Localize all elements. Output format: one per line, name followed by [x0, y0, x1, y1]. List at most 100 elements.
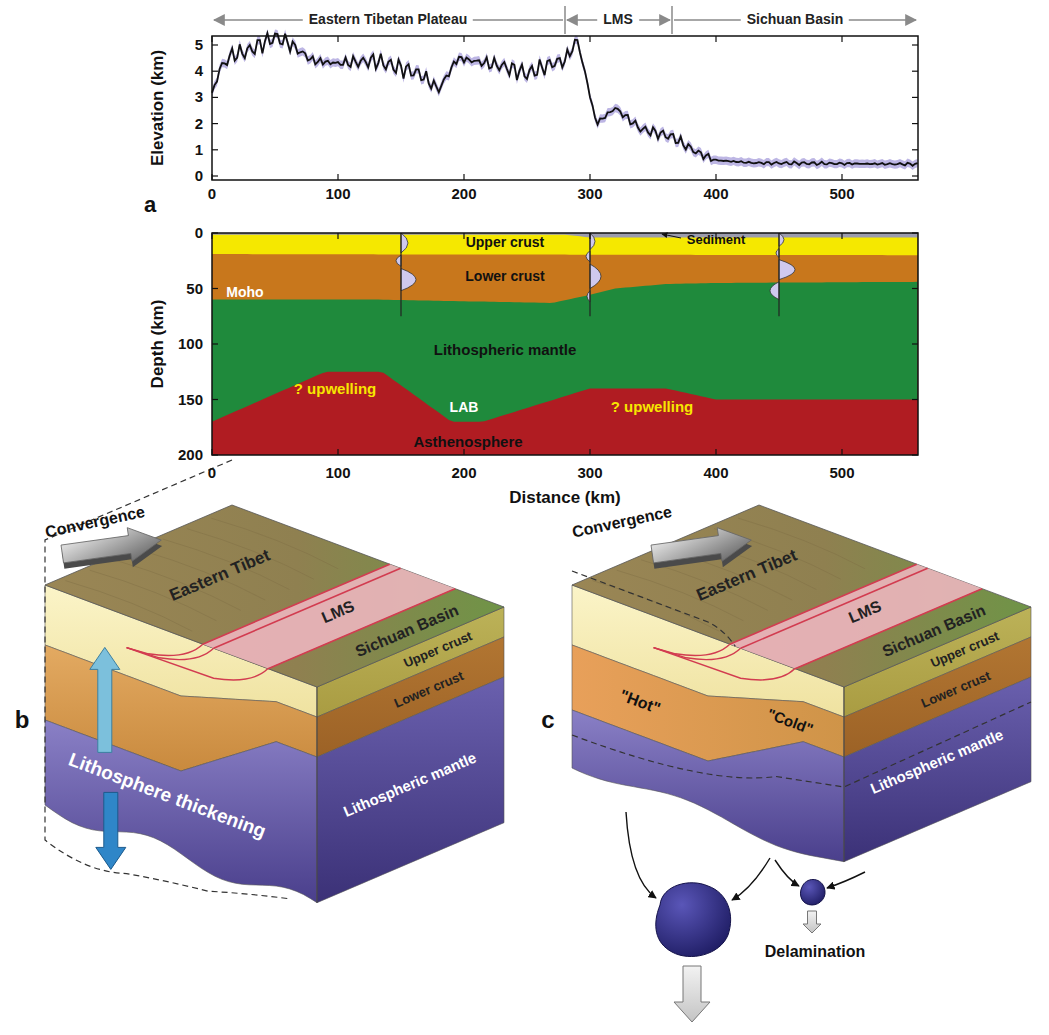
tick — [912, 149, 918, 150]
text-label: Lower crust — [392, 669, 465, 711]
delaminated-block — [800, 880, 825, 906]
tick — [211, 233, 212, 239]
text-label: Lithospheric mantle — [868, 727, 1006, 798]
mantle-layer — [212, 233, 918, 422]
tick — [715, 449, 716, 455]
tick — [463, 233, 464, 239]
text-label: LAB — [450, 400, 479, 415]
plot-frame — [212, 233, 918, 455]
tick — [337, 36, 338, 42]
text-label: "Hot" — [617, 686, 662, 717]
text-label: 300 — [577, 465, 602, 482]
tick — [212, 175, 218, 176]
region-divider — [564, 6, 566, 34]
text-label: Delamination — [765, 943, 865, 961]
tick — [841, 449, 842, 455]
tick — [211, 449, 212, 455]
text-label: Lower crust — [465, 269, 544, 284]
thrust-fault — [127, 644, 203, 655]
text-label: Eastern Tibet — [694, 546, 800, 605]
tick — [912, 399, 918, 400]
tick — [212, 399, 218, 400]
arrow-body — [650, 523, 754, 571]
text-label: 1 — [195, 142, 203, 159]
waveform-axis — [589, 233, 590, 316]
tick — [912, 71, 918, 72]
waveform-axis — [778, 233, 779, 316]
uplift-arrow — [90, 647, 120, 752]
text-label: 400 — [703, 465, 728, 482]
waveform-lobe — [590, 264, 601, 288]
tick — [589, 233, 590, 239]
tick — [912, 288, 918, 289]
thrust-fault — [654, 644, 730, 655]
text-label: Upper crust — [466, 235, 545, 250]
tick — [715, 174, 716, 180]
text-label: 5 — [195, 37, 203, 54]
tick — [212, 123, 218, 124]
block-diagram — [572, 505, 1031, 862]
text-label: Eastern Tibet — [167, 546, 273, 605]
text-label: Sichuan Basin — [741, 12, 849, 27]
text-label: LMS — [597, 12, 639, 27]
text-label: Lithospheric mantle — [434, 342, 577, 359]
text-label: LMS — [846, 597, 884, 626]
text-label: 0 — [195, 225, 203, 242]
text-label: 0 — [208, 186, 216, 203]
text-label: Moho — [226, 285, 263, 300]
waveform-lobe — [401, 269, 416, 291]
text-label: 500 — [829, 186, 854, 203]
flow-arrow — [827, 872, 865, 888]
text-label: 50 — [186, 280, 203, 297]
text-label: 300 — [577, 186, 602, 203]
text-label: 200 — [451, 186, 476, 203]
tick — [912, 175, 918, 176]
thrust-fault — [127, 648, 268, 680]
tick — [463, 36, 464, 42]
tick — [212, 454, 218, 455]
region-header — [214, 6, 916, 34]
receiver-function — [396, 233, 416, 316]
waveform-lobe — [779, 260, 795, 280]
tick — [212, 343, 218, 344]
tick — [841, 233, 842, 239]
thickening-arrow — [96, 792, 126, 869]
sinking-arrow — [674, 966, 710, 1022]
text-label: Convergence — [571, 503, 674, 541]
tick — [912, 454, 918, 455]
uncertainty-band — [212, 29, 918, 170]
leader-line — [662, 234, 681, 238]
tick — [912, 97, 918, 98]
tick — [337, 233, 338, 239]
thrust-fault — [654, 648, 795, 680]
tick — [715, 36, 716, 42]
tick — [841, 36, 842, 42]
text-label: Depth (km) — [149, 300, 168, 389]
tick — [337, 449, 338, 455]
text-label: 400 — [703, 186, 728, 203]
flow-arrow — [732, 858, 770, 900]
tick — [212, 232, 218, 233]
waveform-lobe — [770, 282, 779, 300]
mantle-face — [45, 720, 317, 903]
text-label: 500 — [829, 465, 854, 482]
tick — [463, 174, 464, 180]
text-label: Lithospheric mantle — [341, 750, 479, 821]
tick — [841, 174, 842, 180]
text-label: Eastern Tibetan Plateau — [303, 12, 473, 27]
text-label: Lithosphere thickening — [65, 749, 268, 842]
elevation-line — [212, 33, 918, 166]
text-label: 3 — [195, 89, 203, 106]
text-label: 0 — [208, 465, 216, 482]
tick — [212, 71, 218, 72]
thrust-fault — [654, 648, 741, 660]
cross-section — [212, 233, 918, 455]
text-label: "Cold" — [765, 706, 815, 738]
tick — [212, 97, 218, 98]
text-label: ? upwelling — [294, 381, 377, 398]
tick — [337, 174, 338, 180]
waveform-axis — [400, 233, 401, 316]
flow-arrow — [626, 812, 656, 898]
elevation-plot — [212, 29, 918, 180]
